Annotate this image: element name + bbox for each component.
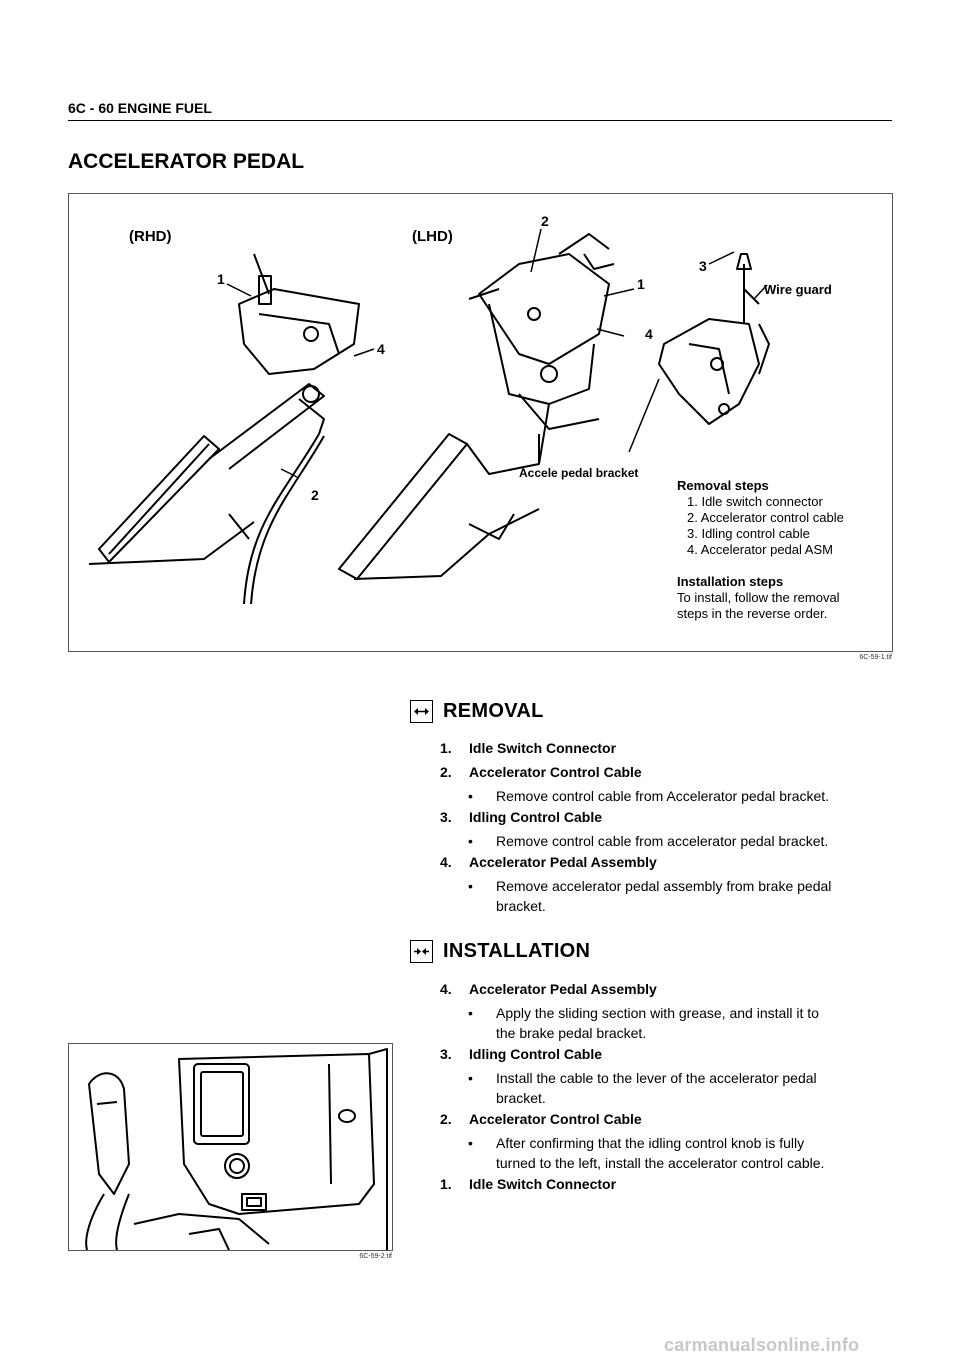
callout-3: 3 (699, 258, 707, 274)
removal-step-4: 4. Accelerator pedal ASM (687, 542, 833, 557)
removal-heading: REMOVAL (410, 700, 544, 723)
removal-step-2-bullet: •Remove control cable from Accelerator p… (468, 788, 830, 804)
callout-rhd-2: 2 (311, 487, 319, 503)
removal-step-4: 4.Accelerator Pedal Assembly (440, 854, 657, 870)
header-rule (68, 120, 892, 121)
callout-rhd-4: 4 (377, 341, 385, 357)
rhd-label: (RHD) (129, 228, 172, 245)
installation-step-3: 3.Idling Control Cable (440, 1046, 602, 1062)
removal-step-2: 2.Accelerator Control Cable (440, 764, 642, 780)
removal-step-3-bullet: •Remove control cable from accelerator p… (468, 833, 829, 849)
arrows-together-icon (410, 940, 433, 963)
removal-step-2: 2. Accelerator control cable (687, 510, 844, 525)
figure2-caption: 6C-59-2.tif (359, 1253, 392, 1260)
removal-step-1: 1. Idle switch connector (687, 494, 824, 509)
callout-rhd-1: 1 (217, 271, 225, 287)
figure1-caption: 6C-59-1.tif (859, 654, 892, 661)
callout-lhd-1: 1 (637, 276, 645, 292)
watermark: carmanualsonline.info (664, 1335, 860, 1355)
bracket-label: Accele pedal bracket (519, 466, 638, 480)
installation-step-2: 2.Accelerator Control Cable (440, 1111, 642, 1127)
installation-step-4: 4.Accelerator Pedal Assembly (440, 981, 657, 997)
callout-lhd-2: 2 (541, 213, 549, 229)
installation-step-1: 1.Idle Switch Connector (440, 1176, 617, 1192)
installation-step-3-bullet: •Install the cable to the lever of the a… (468, 1070, 817, 1106)
wire-guard-label: Wire guard (764, 282, 832, 297)
installation-heading: INSTALLATION (410, 940, 590, 963)
removal-step-1: 1.Idle Switch Connector (440, 740, 617, 756)
removal-title: REMOVAL (443, 700, 544, 722)
installation-step-4-bullet: •Apply the sliding section with grease, … (468, 1005, 819, 1041)
idling-knob-figure (68, 1043, 393, 1251)
installation-steps-title: Installation steps (677, 574, 783, 589)
page-header: 6C - 60 ENGINE FUEL (68, 100, 212, 116)
pedal-assembly-figure: (RHD) (LHD) 1 4 2 2 1 4 3 Wire guard Acc… (68, 193, 893, 652)
pedal-assembly-drawing: (RHD) (LHD) 1 4 2 2 1 4 3 Wire guard Acc… (88, 213, 844, 621)
lhd-label: (LHD) (412, 228, 453, 245)
page-title: ACCELERATOR PEDAL (68, 150, 305, 173)
removal-step-3: 3.Idling Control Cable (440, 809, 602, 825)
removal-steps-title: Removal steps (677, 478, 769, 493)
installation-line-2: steps in the reverse order. (677, 606, 827, 621)
callout-lhd-4: 4 (645, 326, 653, 342)
removal-step-3: 3. Idling control cable (687, 526, 810, 541)
idling-knob-drawing (85, 1048, 388, 1250)
installation-title: INSTALLATION (443, 940, 591, 962)
arrows-apart-icon (410, 700, 433, 723)
installation-line-1: To install, follow the removal (677, 590, 840, 605)
installation-step-2-bullet: •After confirming that the idling contro… (468, 1135, 825, 1171)
removal-step-4-bullet: •Remove accelerator pedal assembly from … (468, 878, 832, 914)
